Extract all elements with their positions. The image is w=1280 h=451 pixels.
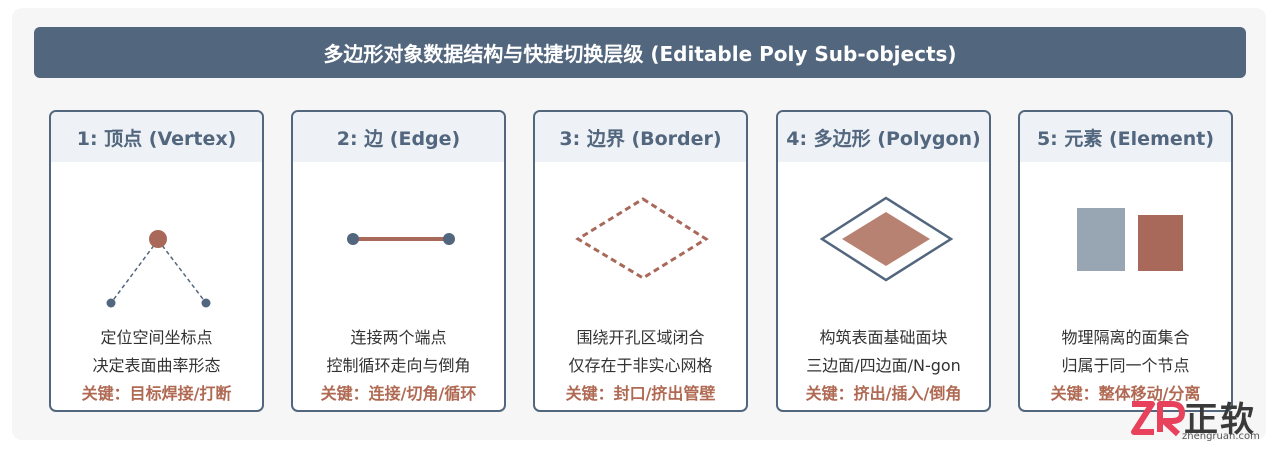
card-heading: 4: 多边形 (Polygon) [778,112,989,162]
card-line-1: 定位空间坐标点 [100,328,213,347]
card-line-2: 三边面/四边面/N-gon [806,356,961,375]
card-element: 5: 元素 (Element) 物理隔离的面集合 归属于同一个节点 关键：整体移… [1018,110,1233,412]
card-key-ops: 关键：挤出/插入/倒角 [805,384,962,403]
card-line-2: 仅存在于非实心网格 [568,356,713,375]
card-heading: 5: 元素 (Element) [1020,112,1231,162]
card-border: 3: 边界 (Border) 围绕开孔区域闭合 仅存在于非实心网格 关键：封口/… [533,110,748,412]
card-line-2: 决定表面曲率形态 [92,356,221,375]
card-line-2: 归属于同一个节点 [1061,356,1190,375]
card-line-1: 围绕开孔区域闭合 [576,328,705,347]
border-icon [535,167,746,317]
diagram-title: 多边形对象数据结构与快捷切换层级 (Editable Poly Sub-obje… [34,27,1246,78]
card-polygon: 4: 多边形 (Polygon) 构筑表面基础面块 三边面/四边面/N-gon … [776,110,991,412]
watermark: 正软 zhengruan.com [1128,394,1274,446]
card-line-1: 构筑表面基础面块 [819,328,948,347]
card-key-ops: 关键：目标焊接/打断 [81,384,232,403]
polygon-icon [778,167,989,317]
card-description: 构筑表面基础面块 三边面/四边面/N-gon 关键：挤出/插入/倒角 [778,324,989,408]
card-heading: 2: 边 (Edge) [293,112,504,162]
watermark-logo-icon [1131,401,1185,437]
card-description: 定位空间坐标点 决定表面曲率形态 关键：目标焊接/打断 [51,324,262,408]
card-description: 连接两个端点 控制循环走向与倒角 关键：连接/切角/循环 [293,324,504,408]
card-key-ops: 关键：整体移动/分离 [1050,384,1201,403]
card-line-2: 控制循环走向与倒角 [326,356,471,375]
card-line-1: 物理隔离的面集合 [1061,328,1190,347]
card-heading: 3: 边界 (Border) [535,112,746,162]
watermark-url: zhengruan.com [1182,431,1260,442]
card-vertex: 1: 顶点 (Vertex) 定位空间坐标点 决定表面曲率形态 关键：目标焊接/… [49,110,264,412]
card-edge: 2: 边 (Edge) 连接两个端点 控制循环走向与倒角 关键：连接/切角/循环 [291,110,506,412]
card-line-1: 连接两个端点 [350,328,447,347]
card-heading: 1: 顶点 (Vertex) [51,112,262,162]
card-key-ops: 关键：封口/挤出管壁 [565,384,716,403]
edge-icon [293,167,504,317]
card-description: 物理隔离的面集合 归属于同一个节点 关键：整体移动/分离 [1020,324,1231,408]
watermark-brand: 正软 [1184,400,1256,440]
vertex-icon [51,167,262,317]
card-key-ops: 关键：连接/切角/循环 [320,384,477,403]
card-description: 围绕开孔区域闭合 仅存在于非实心网格 关键：封口/挤出管壁 [535,324,746,408]
element-icon [1020,167,1231,317]
